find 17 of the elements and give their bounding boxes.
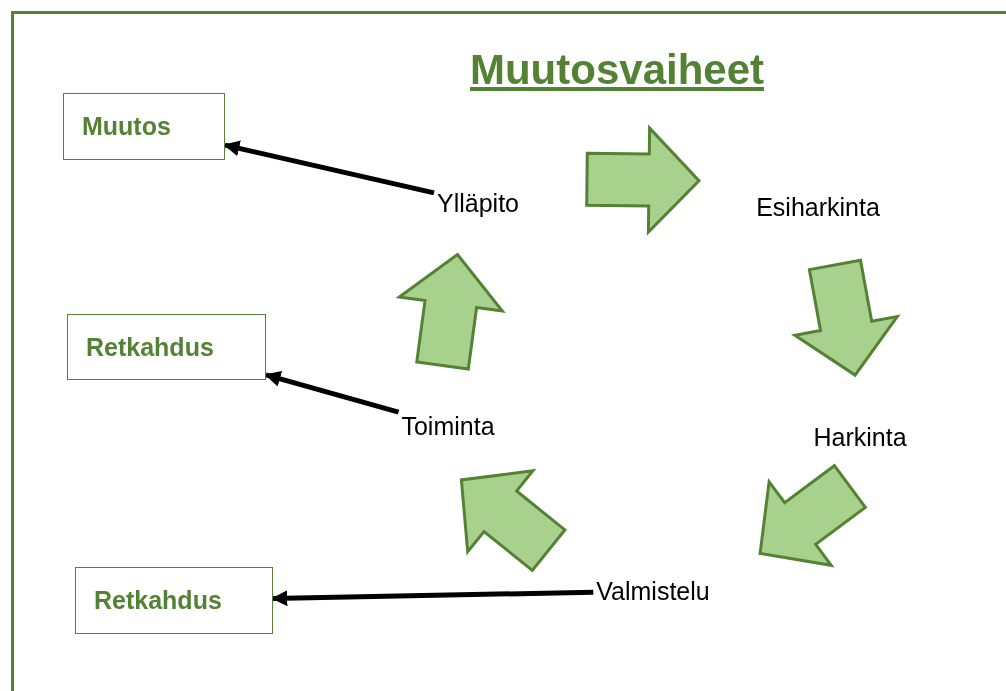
- stage-label: Ylläpito: [434, 186, 522, 220]
- block-arrow: [585, 124, 702, 236]
- stage-box: Muutos: [63, 93, 225, 160]
- block-arrow: [459, 468, 567, 573]
- stage-label: Esiharkinta: [753, 190, 883, 224]
- arrow: [223, 140, 435, 196]
- stage-label: Toiminta: [398, 409, 498, 443]
- diagram-title: Muutosvaiheet: [470, 46, 764, 94]
- stage-box: Retkahdus: [75, 567, 273, 634]
- arrow: [264, 371, 400, 415]
- block-arrow: [790, 258, 901, 378]
- block-arrow: [758, 463, 868, 568]
- arrow: [271, 589, 594, 607]
- block-arrow: [395, 252, 506, 371]
- stage-box: Retkahdus: [67, 314, 266, 380]
- stage-label: Harkinta: [810, 420, 910, 454]
- stage-label: Valmistelu: [593, 574, 713, 608]
